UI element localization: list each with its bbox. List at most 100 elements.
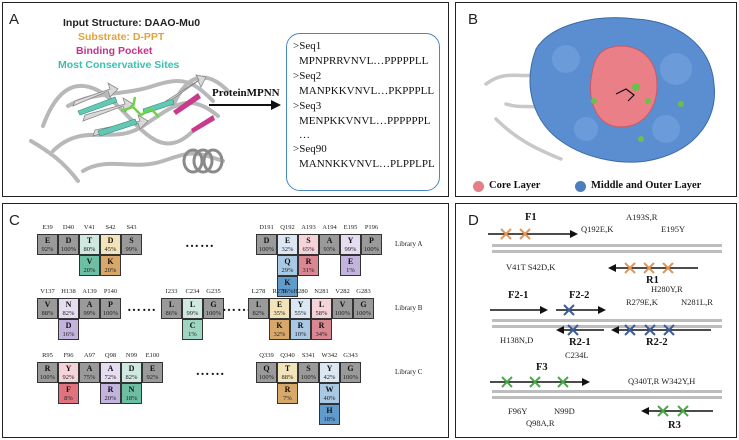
template-strand-1-top <box>492 244 722 247</box>
site-position-label: C234 <box>185 288 200 295</box>
site-position-label: A193 <box>301 224 316 231</box>
panel-b-label: B <box>468 11 479 28</box>
residue-frequency: 99% <box>344 246 357 253</box>
residue-letter: A <box>107 364 114 373</box>
mutation-r279: R279E,K <box>626 297 658 307</box>
residue-letter: D <box>128 364 135 373</box>
seq-header-3: >Seq3 <box>293 100 322 112</box>
legend-conservative-sites: Most Conservative Sites <box>58 59 180 71</box>
residue-frequency: 100% <box>102 310 119 317</box>
ellipsis-separator: …… <box>195 364 226 379</box>
legend-binding-pocket: Binding Pocket <box>76 45 153 57</box>
panel-c-label: C <box>9 212 20 229</box>
fragment-f1-arrow <box>488 228 578 240</box>
residue-letter: V <box>339 300 346 309</box>
residue-frequency: 82% <box>252 310 265 317</box>
ellipsis-separator: …… <box>127 300 157 315</box>
residue-frequency: 88% <box>281 374 294 381</box>
residue-letter: G <box>210 300 217 309</box>
site-position-label: V41 <box>83 224 96 231</box>
residue-letter: R <box>318 321 325 330</box>
seq-header-90: >Seq90 <box>293 143 327 155</box>
residue-letter: K <box>284 278 291 287</box>
residue-letter: E <box>149 364 156 373</box>
residue-frequency: 40% <box>323 395 336 402</box>
residue-letter: Y <box>326 364 333 373</box>
residue-letter: L <box>318 300 325 309</box>
residue-frequency: 55% <box>294 310 307 317</box>
residue-letter: E <box>276 300 283 309</box>
residue-letter: E <box>44 236 51 245</box>
fragment-r3-arrow <box>641 405 713 417</box>
mutation-n281: N281L,R <box>681 297 713 307</box>
residue-letter: D <box>65 321 72 330</box>
mutation-v41-s42: V41T S42D,K <box>506 262 556 272</box>
site-position-label: L278 <box>251 288 266 295</box>
panel-d-label: D <box>468 212 479 229</box>
seq-1: MPNPRRVNVL…PPPPPLL <box>299 55 429 67</box>
core-layer-surface <box>589 45 658 128</box>
residue-frequency: 18% <box>125 395 138 402</box>
library-label: Library B <box>395 304 423 312</box>
proteinmpnn-label: ProteinMPNN <box>212 87 280 99</box>
panel-a-label: A <box>9 11 20 28</box>
fragment-f3: F3 <box>536 362 548 373</box>
residue-frequency: 100% <box>258 374 275 381</box>
site-position-label: E39 <box>42 224 53 231</box>
seq-header-1: >Seq1 <box>293 40 322 52</box>
residue-letter: Q <box>284 257 291 266</box>
site-position-label: H280 <box>293 288 308 295</box>
residue-frequency: 100% <box>39 374 56 381</box>
residue-letter: Y <box>65 364 72 373</box>
sequence-list: >Seq1 MPNPRRVNVL…PPPPPLL >Seq2 MANPKKVNV… <box>286 33 440 191</box>
legend-core-dot <box>473 181 484 192</box>
mutation-e195: E195Y <box>661 224 686 234</box>
residue-letter: P <box>369 236 374 245</box>
fragment-f2-1-arrow <box>490 306 548 314</box>
residue-frequency: 1% <box>346 267 355 274</box>
residue-letter: A <box>326 236 333 245</box>
fragment-r1: R1 <box>646 275 659 286</box>
legend-outer-dot <box>575 181 586 192</box>
residue-frequency: 31% <box>302 267 315 274</box>
residue-letter: E <box>347 257 354 266</box>
mutation-n99: N99D <box>554 406 575 416</box>
panel-b: B Core Layer Middle and Outer Layer <box>455 2 737 197</box>
template-strand-3-bottom <box>492 396 722 399</box>
residue-letter: Q <box>263 364 270 373</box>
residue-letter: D <box>65 236 72 245</box>
residue-frequency: 10% <box>294 331 307 338</box>
template-strand-2-bottom <box>492 325 722 328</box>
residue-frequency: 72% <box>104 374 117 381</box>
template-strand-2-top <box>492 319 722 322</box>
residue-frequency: 92% <box>146 374 159 381</box>
legend-outer-label: Middle and Outer Layer <box>591 180 702 191</box>
seq-ellipsis: … <box>299 129 310 141</box>
mutation-c234: C234L <box>565 350 589 360</box>
site-position-label: D40 <box>62 224 75 231</box>
site-position-label: G343 <box>343 352 358 359</box>
residue-letter: W <box>325 385 334 394</box>
residue-frequency: 18% <box>323 416 336 423</box>
fragment-r2-1-arrow <box>556 324 604 336</box>
mutation-q192: Q192E,K <box>581 224 614 234</box>
site-position-label: D191 <box>259 224 274 231</box>
library-label: Library A <box>395 240 423 248</box>
residue-letter: D <box>107 236 114 245</box>
